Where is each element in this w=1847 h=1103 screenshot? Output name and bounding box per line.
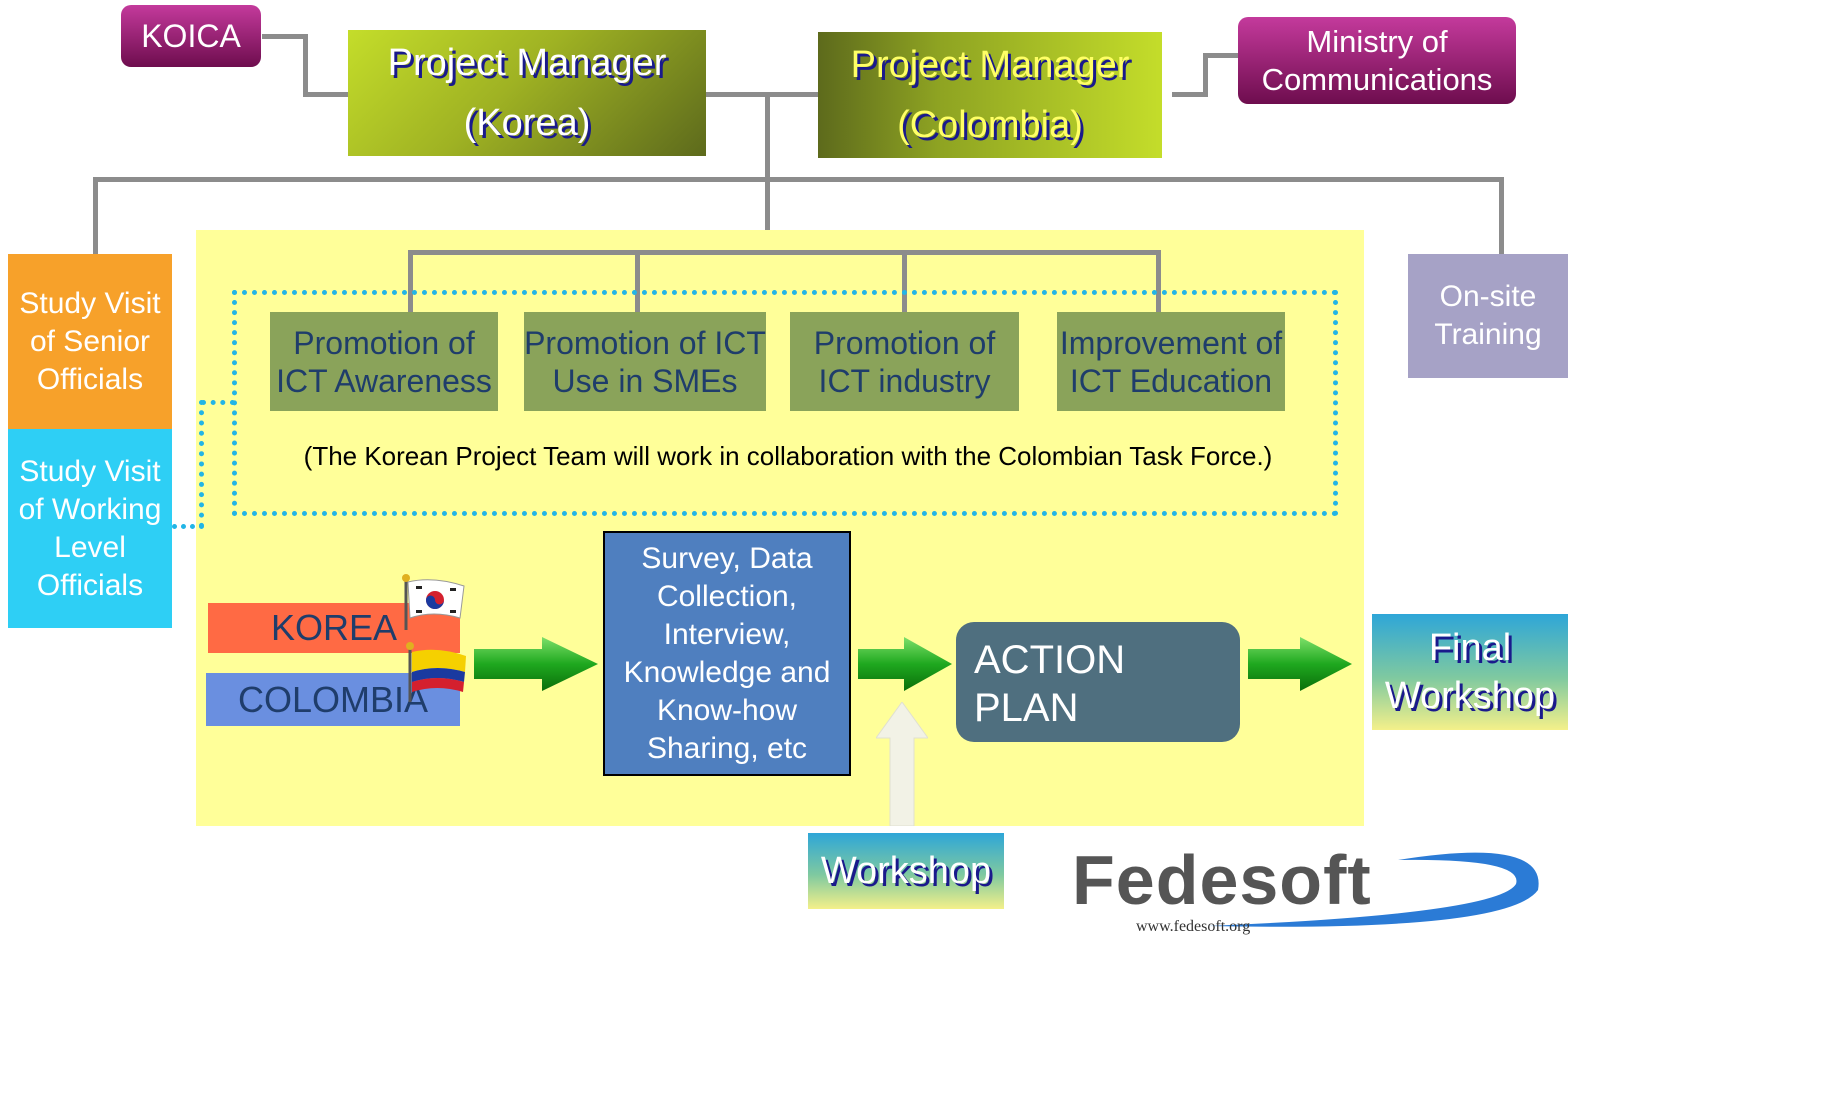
connector-right-drop [1499,177,1504,255]
task-force-link [201,400,235,405]
action-plan-box: ACTION PLAN [956,622,1240,742]
pm-colombia-box: Project Manager (Colombia) [818,32,1162,158]
logo-url: www.fedesoft.org [1136,918,1251,935]
survey-label: Survey, Data Collection, Interview, Know… [623,541,831,765]
pm-korea-box: Project Manager (Korea) [348,30,706,156]
action-plan-label: ACTION PLAN [974,638,1126,730]
collaboration-note-text: (The Korean Project Team will work in co… [303,440,1273,471]
korea-label-box: KOREA [208,603,460,653]
pm-korea-title: Project Manager [387,42,667,84]
ministry-box: Ministry of Communications [1238,17,1516,104]
activity-label: Promotion of ICT Awareness [276,324,492,399]
study-visit-working-label: Study Visit of Working Level Officials [18,454,162,602]
onsite-training-label: On-site Training [1434,280,1542,351]
connector-ministry [1172,92,1208,97]
connector-koica [262,34,308,39]
collaboration-note: (The Korean Project Team will work in co… [250,436,1326,476]
connector-trunk [765,92,770,252]
koica-box: KOICA [121,5,261,67]
connector-ministry [1203,53,1208,97]
study-visit-senior-label: Study Visit of Senior Officials [19,286,161,396]
study-visit-senior-box: Study Visit of Senior Officials [8,254,172,429]
task-force-link [199,400,204,528]
workshop-box: Workshop [808,833,1004,909]
activity-ict-industry: Promotion of ICT industry [790,312,1019,411]
activity-label: Promotion of ICT industry [813,324,996,399]
activity-ict-smes: Promotion of ICT Use in SMEs [524,312,766,411]
connector-top-branch [93,177,1504,182]
connector-activity-4 [1156,250,1161,327]
connector-pm [706,92,820,97]
logo-name: Fedesoft [1072,841,1372,919]
colombia-label: COLOMBIA [237,678,429,720]
activity-label: Promotion of ICT Use in SMEs [524,324,766,399]
arrow-right-icon [474,637,598,691]
arrow-right-icon [1248,637,1352,691]
workshop-label: Workshop [820,849,992,892]
korea-flag-icon [402,574,465,630]
connector-koica [303,92,351,97]
koica-label: KOICA [141,17,241,54]
connector-koica [303,34,308,97]
study-visit-working-box: Study Visit of Working Level Officials [8,429,172,628]
pm-colombia-country: (Colombia) [897,104,1083,146]
activity-ict-education: Improvement of ICT Education [1057,312,1285,411]
ministry-label: Ministry of Communications [1261,23,1493,97]
final-workshop-label: Final Workshop [1384,627,1556,717]
task-force-link [172,524,204,529]
connector-activity-3 [902,250,907,327]
connector-activities [408,250,1161,255]
connector-activity-2 [635,250,640,327]
activity-ict-awareness: Promotion of ICT Awareness [270,312,498,411]
arrow-right-icon [858,637,952,691]
colombia-label-box: COLOMBIA [206,673,460,726]
logo-swoosh-icon [1208,852,1539,927]
arrow-up-icon [876,702,928,826]
activity-label: Improvement of ICT Education [1059,324,1283,399]
korea-label: KOREA [270,607,398,648]
fedesoft-logo: Fedesoft www.fedesoft.org [1068,842,1548,942]
connector-left-drop [93,177,98,255]
pm-colombia-title: Project Manager [850,44,1130,86]
connector-activity-1 [408,250,413,327]
connector-ministry [1203,53,1239,58]
final-workshop-box: Final Workshop [1372,614,1568,730]
survey-box: Survey, Data Collection, Interview, Know… [603,531,851,776]
onsite-training-box: On-site Training [1408,254,1568,378]
colombia-flag-icon [406,642,466,702]
pm-korea-country: (Korea) [463,102,591,144]
